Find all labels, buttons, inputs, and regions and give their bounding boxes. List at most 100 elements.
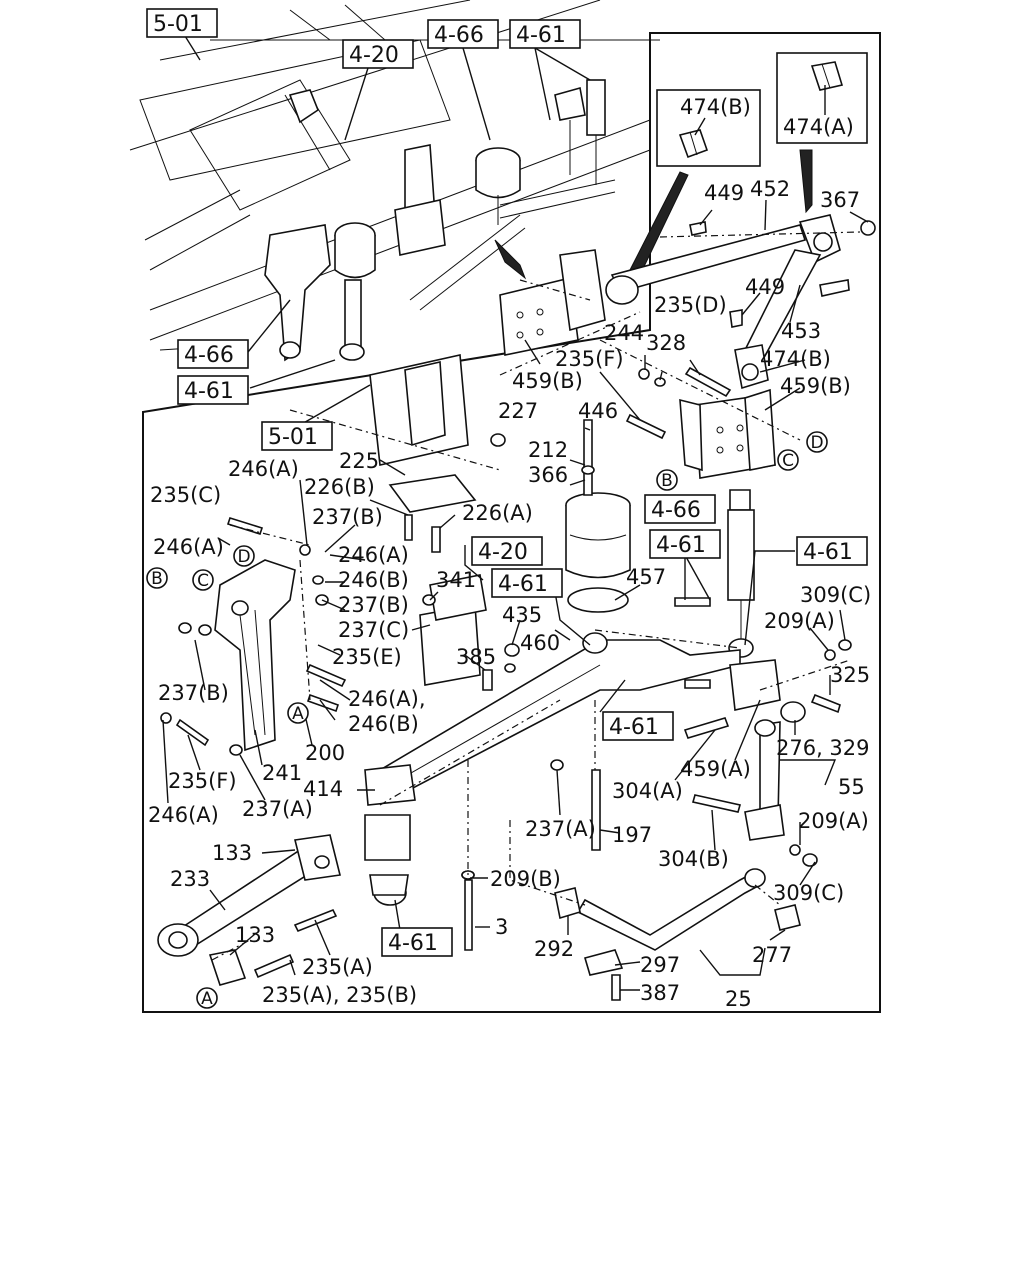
svg-text:4-20: 4-20	[478, 540, 528, 565]
label-292: 292	[534, 937, 574, 961]
svg-text:D: D	[237, 547, 250, 567]
label-453: 453	[781, 319, 821, 343]
svg-text:4-61: 4-61	[498, 572, 548, 597]
label-235c: 235(C)	[150, 483, 221, 507]
label-133: 133	[212, 841, 252, 865]
label-209b: 209(B)	[490, 867, 561, 891]
label-241: 241	[262, 761, 302, 785]
label-385: 385	[456, 645, 496, 669]
label-246b: 246(B)	[348, 712, 419, 736]
callout-D-1: D	[233, 545, 255, 567]
svg-text:A: A	[292, 704, 304, 724]
label-237b: 237(B)	[312, 505, 383, 529]
label-246a: 246(A)	[228, 457, 299, 481]
label-237c: 237(C)	[338, 618, 409, 642]
label-449: 449	[704, 181, 744, 205]
svg-text:4-61: 4-61	[609, 715, 659, 740]
label-244: 244	[604, 321, 644, 345]
label-133: 133	[235, 923, 275, 947]
chassis-overview-drawing	[129, 0, 660, 362]
svg-text:4-61: 4-61	[388, 931, 438, 956]
label-304a: 304(A)	[612, 779, 683, 803]
label-237b: 237(B)	[158, 681, 229, 705]
label-246a: 246(A)	[338, 543, 409, 567]
label-235a: 235(A)	[302, 955, 373, 979]
svg-text:5-01: 5-01	[268, 425, 318, 450]
label-197: 197	[612, 823, 652, 847]
label-246a: 246(A)	[148, 803, 219, 827]
svg-text:C: C	[782, 451, 794, 471]
label-246a: 246(A)	[153, 535, 224, 559]
label-457: 457	[626, 565, 666, 589]
label-325: 325	[830, 663, 870, 687]
label-235f: 235(F)	[168, 769, 237, 793]
label-366: 366	[528, 463, 568, 487]
label-246b: 246(B)	[338, 568, 409, 592]
label-235d: 235(D)	[654, 293, 727, 317]
callout-B-1: B	[146, 567, 168, 589]
label-367: 367	[820, 188, 860, 212]
svg-text:B: B	[661, 471, 673, 491]
label-459b: 459(B)	[780, 374, 851, 398]
label-459b: 459(B)	[512, 369, 583, 393]
ref-474b-detail: 474(B)	[680, 95, 751, 119]
part-labels: 449 452 367 449 235(D) 453 244 328 474(B…	[148, 177, 871, 1011]
leader-lines	[162, 35, 869, 991]
label-309c: 309(C)	[800, 583, 871, 607]
label-237a: 237(A)	[242, 797, 313, 821]
label-209a: 209(A)	[798, 809, 869, 833]
label-209a: 209(A)	[764, 609, 835, 633]
svg-text:D: D	[810, 433, 823, 453]
ref-box-4-61-bottom: 4-61	[381, 927, 453, 957]
label-309c: 309(C)	[773, 881, 844, 905]
svg-text:4-61: 4-61	[184, 379, 234, 404]
svg-text:B: B	[151, 569, 163, 589]
callout-C-2: C	[777, 449, 799, 471]
label-235f: 235(F)	[555, 347, 624, 371]
svg-text:4-61: 4-61	[656, 533, 706, 558]
ref-box-4-20-top: 4-20	[342, 39, 414, 69]
label-414: 414	[303, 777, 343, 801]
callout-B-2: B	[656, 469, 678, 491]
svg-text:4-61: 4-61	[803, 540, 853, 565]
label-435: 435	[502, 603, 542, 627]
label-304b: 304(B)	[658, 847, 729, 871]
label-55: 55	[838, 775, 865, 799]
ref-box-5-01-mid: 5-01	[261, 421, 333, 451]
callout-D-2: D	[806, 431, 828, 453]
svg-text:5-01: 5-01	[153, 12, 203, 37]
ref-box-4-61-right: 4-61	[796, 536, 868, 566]
label-226a: 226(A)	[462, 501, 533, 525]
label-460: 460	[520, 631, 560, 655]
detail-frame	[142, 32, 881, 1013]
callout-markers: A A B B C C D D	[146, 431, 828, 1009]
ref-box-4-66-top: 4-66	[427, 19, 499, 49]
label-449: 449	[745, 275, 785, 299]
label-227: 227	[498, 399, 538, 423]
callout-C-1: C	[192, 569, 214, 591]
svg-text:4-66: 4-66	[184, 343, 234, 368]
label-235e: 235(E)	[332, 645, 402, 669]
ref-box-4-61-top: 4-61	[509, 19, 581, 49]
svg-text:C: C	[197, 571, 209, 591]
label-341: 341	[436, 568, 476, 592]
reference-boxes: 5-01 4-20 4-66 4-61 4-66 4-61 5-01 4-66 …	[146, 8, 868, 957]
ref-box-5-01-top: 5-01	[146, 8, 218, 38]
ref-474a-detail: 474(A)	[783, 115, 854, 139]
label-459a: 459(A)	[680, 757, 751, 781]
label-3: 3	[495, 915, 508, 939]
label-235a-235b: 235(A), 235(B)	[262, 983, 417, 1007]
label-25: 25	[725, 987, 752, 1011]
callout-A-1: A	[287, 702, 309, 724]
svg-text:4-66: 4-66	[651, 498, 701, 523]
svg-text:4-61: 4-61	[516, 23, 566, 48]
svg-text:4-66: 4-66	[434, 23, 484, 48]
ref-box-4-66-mid: 4-66	[644, 494, 716, 524]
ref-box-4-61-lower: 4-61	[602, 711, 674, 741]
label-474b: 474(B)	[760, 347, 831, 371]
label-277: 277	[752, 943, 792, 967]
label-212: 212	[528, 438, 568, 462]
svg-text:A: A	[201, 989, 213, 1009]
label-226b: 226(B)	[304, 475, 375, 499]
